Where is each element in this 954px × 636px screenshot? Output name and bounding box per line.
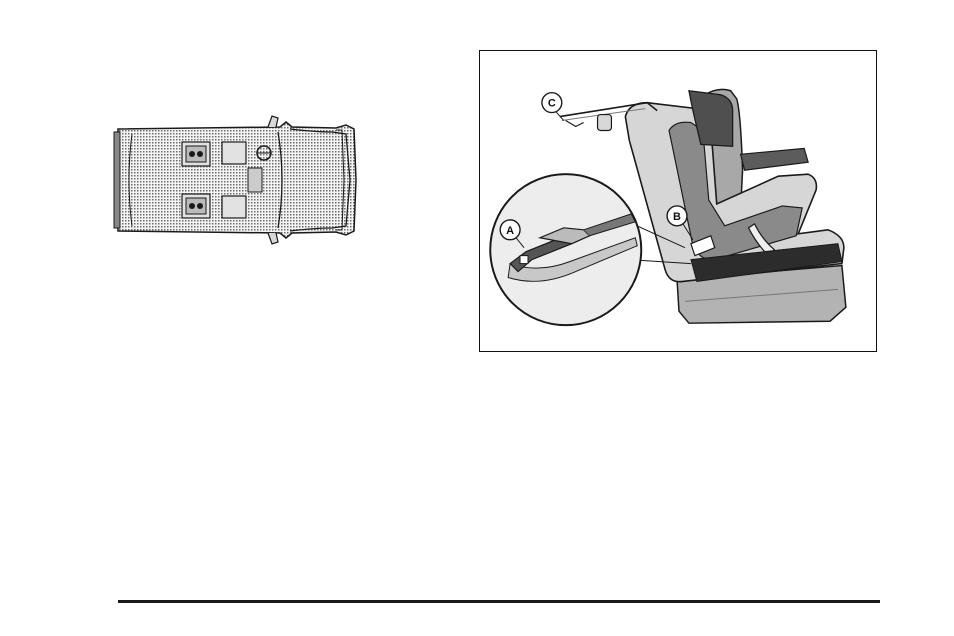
child-seat-attachment-figure: C B A [479,50,877,352]
vehicle-top-view-icon [110,112,366,248]
callout-b-label: B [673,211,681,223]
callout-c-label: C [548,98,556,110]
callout-a-label: A [506,225,514,237]
child-restraint-tether-icon: C B A [480,51,876,351]
vehicle-top-view-figure [110,112,366,248]
page-footer-rule [118,600,880,603]
